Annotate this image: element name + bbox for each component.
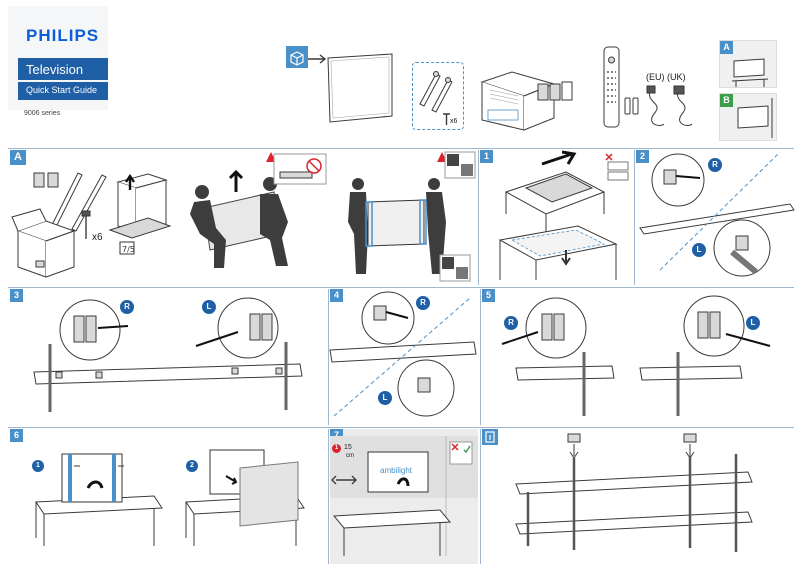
wall-mount-panel [482,429,796,564]
no-knife-icon [273,153,327,185]
step-3-left-badge: L [202,300,216,314]
step-a-box-open-illustration: 7/5 [108,173,172,255]
step-6-sub-2-badge: 2 [186,460,198,472]
step-2-badge: 2 [636,150,649,163]
step-4-right-badge: R [416,296,430,310]
step-3-right-badge: R [120,300,134,314]
step-6-sub-1-badge: 1 [32,460,44,472]
step-4-badge: 4 [330,289,343,302]
svg-text:7/5: 7/5 [122,245,135,254]
wall-mount-illustration [515,433,753,552]
row4-separator-2 [480,429,481,564]
step-6-illustration-1 [35,453,163,546]
step-7-distance: 15 [344,444,352,451]
row4-separator-1 [328,429,329,564]
row3-separator-2 [480,289,481,425]
step-7-ambilight-logo: ambilight [380,466,413,475]
row2-separator-1 [478,150,479,285]
step-2-right-badge: R [708,158,722,172]
step-6-badge: 6 [10,429,23,442]
two-people-carry-illustration [348,178,446,274]
step-1-warning-inset [605,153,629,181]
stand-feet-illustration [419,71,453,113]
screw-icon [443,113,450,125]
option-b-badge: B [720,94,733,107]
stands-box [412,62,464,130]
step-7-illustration [330,436,478,556]
warning-detail-bottom [439,254,471,282]
option-b-thumb: B [719,93,777,141]
box-icon [286,46,308,68]
wall-mount-icon [482,429,498,445]
product-title: Television [26,62,84,77]
step-a-badge: A [10,150,26,165]
step-6-illustration-2 [185,449,305,546]
row-separator-top [8,148,794,149]
option-a-thumb: A [719,40,777,88]
step-5-left-badge: L [746,316,760,330]
plug-type-label: (EU) (UK) [646,72,686,82]
step-2-left-badge: L [692,243,706,257]
step-7-sub-badge: 1 [332,444,341,453]
row3-separator-1 [328,289,329,425]
step-3-badge: 3 [10,289,23,302]
step-5-panel: 5 [482,289,796,425]
warning-detail-top [444,151,476,179]
batteries-illustration [624,97,639,115]
series-label: 9006 series [24,110,61,117]
guide-title-bar: Quick Start Guide [18,82,108,100]
option-a-badge: A [720,41,733,54]
step-5-illustration [501,295,771,416]
step-1-illustration [498,150,618,280]
tv-panel-illustration [327,53,393,123]
step-5-right-badge: R [504,316,518,330]
power-cables-illustration [646,85,693,127]
product-title-bar: Television [18,58,108,80]
step-1-badge: 1 [480,150,493,163]
remote-control-illustration [603,46,620,128]
step-4-illustration [329,291,477,417]
two-people-lift-illustration [190,169,288,268]
step-1-panel: 1 [480,150,632,285]
brackets-illustration [537,81,573,101]
philips-logo: PHILIPS [26,26,100,45]
row2-separator-2 [634,150,635,285]
screw-quantity: x6 [450,118,458,125]
guide-title: Quick Start Guide [26,85,98,95]
step-a-unbox-illustration [11,172,107,278]
row-separator-bottom [8,427,794,428]
step-4-left-badge: L [378,391,392,405]
arrow-icon [308,54,327,64]
step-3-illustration [33,297,303,412]
step-a-screw-quantity: x6 [92,232,103,243]
row-separator-mid [8,287,794,288]
step-2-illustration [639,151,795,277]
step-5-badge: 5 [482,289,495,302]
step-7-unit: cm [346,453,354,459]
